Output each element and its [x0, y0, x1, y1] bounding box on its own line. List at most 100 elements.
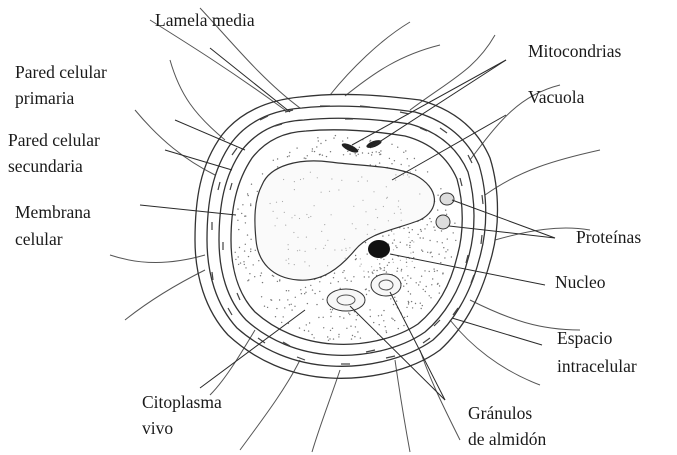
stipple-dot	[347, 151, 348, 152]
stipple-dot	[254, 276, 255, 277]
stipple-dot	[287, 299, 288, 300]
stipple-dot	[333, 338, 334, 339]
stipple-dot	[261, 272, 262, 273]
stipple-dot	[414, 267, 415, 268]
stipple-dot	[388, 262, 389, 263]
stipple-dot	[427, 252, 428, 253]
vacuole-dot	[308, 217, 309, 218]
stipple-dot	[447, 238, 448, 239]
stipple-dot	[430, 252, 431, 253]
stipple-dot	[384, 267, 385, 268]
stipple-dot	[294, 306, 295, 307]
stipple-dot	[422, 305, 423, 306]
stipple-dot	[327, 336, 328, 337]
stipple-dot	[397, 268, 398, 269]
stipple-dot	[318, 317, 319, 318]
stipple-dot	[407, 275, 408, 276]
vacuole-dot	[314, 205, 315, 206]
stipple-dot	[453, 232, 454, 233]
stipple-dot	[287, 156, 288, 157]
vacuole-dot	[306, 214, 307, 215]
vacuole-dot	[329, 191, 330, 192]
stipple-dot	[426, 286, 427, 287]
vacuole-dot	[408, 237, 409, 238]
stipple-dot	[379, 263, 380, 264]
stipple-dot	[384, 270, 385, 271]
vacuole-dot	[306, 237, 307, 238]
starch-granule	[371, 274, 401, 296]
vacuole-dot	[358, 181, 359, 182]
stipple-dot	[445, 251, 446, 252]
stipple-dot	[277, 281, 278, 282]
label-membrana-line2: celular	[15, 229, 63, 249]
vacuole-dot	[359, 266, 360, 267]
stipple-dot	[369, 309, 370, 310]
stipple-dot	[250, 203, 251, 204]
vacuole-dot	[406, 258, 407, 259]
vacuole-dot	[275, 225, 276, 226]
stipple-dot	[379, 152, 380, 153]
stipple-dot	[237, 220, 238, 221]
vacuole-dot	[321, 192, 322, 193]
stipple-dot	[396, 301, 397, 302]
label-citoplasma-line2: vivo	[142, 418, 173, 438]
vacuole-dot	[325, 245, 326, 246]
label-mitocondrias: Mitocondrias	[528, 41, 622, 61]
stipple-dot	[394, 239, 395, 240]
stipple-dot	[442, 272, 443, 273]
stipple-dot	[404, 280, 405, 281]
stipple-dot	[421, 231, 422, 232]
stipple-dot	[329, 338, 330, 339]
stipple-dot	[386, 332, 387, 333]
stipple-dot	[446, 214, 447, 215]
vacuole-dot	[341, 250, 342, 251]
stipple-dot	[368, 290, 369, 291]
stipple-dot	[249, 273, 250, 274]
vacuole-dot	[321, 231, 322, 232]
stipple-dot	[247, 280, 248, 281]
vacuole-dot	[334, 249, 335, 250]
vacuole-dot	[355, 228, 356, 229]
stipple-dot	[275, 316, 276, 317]
stipple-dot	[304, 157, 305, 158]
stipple-dot	[250, 205, 251, 206]
stipple-dot	[437, 209, 438, 210]
stipple-dot	[323, 317, 324, 318]
stipple-dot	[391, 163, 392, 164]
stipple-dot	[408, 227, 409, 228]
vacuole-dot	[291, 217, 292, 218]
vacuole-dot	[324, 224, 325, 225]
stipple-dot	[338, 336, 339, 337]
vacuole-dot	[380, 269, 381, 270]
stipple-dot	[338, 334, 339, 335]
label-espacio-line2: intracelular	[557, 356, 637, 376]
stipple-dot	[343, 270, 344, 271]
stipple-dot	[349, 314, 350, 315]
stipple-dot	[277, 166, 278, 167]
stipple-dot	[403, 286, 404, 287]
vacuole-dot	[386, 186, 387, 187]
stipple-dot	[257, 191, 258, 192]
stipple-dot	[238, 256, 239, 257]
vacuole-dot	[360, 258, 361, 259]
stipple-dot	[383, 310, 384, 311]
label-vacuola: Vacuola	[528, 87, 585, 107]
stipple-dot	[283, 316, 284, 317]
stipple-dot	[299, 327, 300, 328]
stipple-dot	[355, 255, 356, 256]
vacuole-dot	[299, 218, 300, 219]
stipple-dot	[291, 304, 292, 305]
stipple-dot	[380, 150, 381, 151]
stipple-dot	[417, 234, 418, 235]
vacuole-dot	[305, 251, 306, 252]
vacuole-dot	[410, 252, 411, 253]
stipple-dot	[440, 188, 441, 189]
stipple-dot	[416, 282, 417, 283]
stipple-dot	[359, 147, 360, 148]
stipple-dot	[439, 285, 440, 286]
vacuole-dot	[400, 260, 401, 261]
vacuole-dot	[345, 248, 346, 249]
vacuole-dot	[375, 209, 376, 210]
stipple-dot	[441, 230, 442, 231]
stipple-dot	[352, 335, 353, 336]
